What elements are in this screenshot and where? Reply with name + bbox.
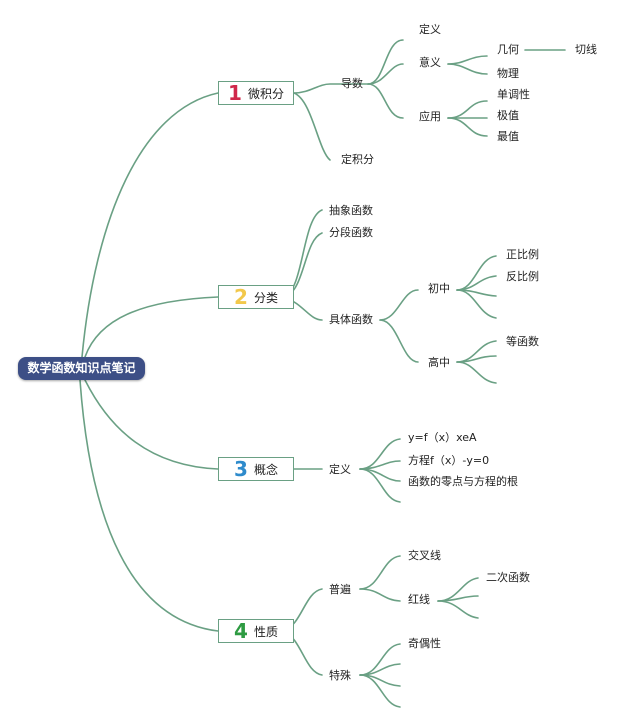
node-equation[interactable]: 方程f（x）-y=0 (408, 454, 490, 467)
branch-label: 性质 (253, 624, 278, 639)
node-piecewise-function[interactable]: 分段函数 (329, 226, 373, 239)
node-definition[interactable]: 定义 (419, 23, 441, 36)
node-cross-line[interactable]: 交叉线 (408, 549, 441, 562)
node-quadratic-function[interactable]: 二次函数 (486, 571, 530, 584)
node-definite-integral[interactable]: 定积分 (341, 153, 374, 166)
node-inverse-proportion[interactable]: 反比例 (506, 270, 539, 283)
root-node[interactable]: 数学函数知识点笔记 (18, 357, 145, 380)
node-zeros-roots[interactable]: 函数的零点与方程的根 (408, 475, 518, 488)
branch-number: 2 (234, 285, 248, 309)
node-application[interactable]: 应用 (419, 110, 441, 123)
node-concept-definition[interactable]: 定义 (329, 463, 351, 476)
node-junior-high[interactable]: 初中 (428, 282, 450, 295)
node-maximum[interactable]: 最值 (497, 130, 519, 143)
node-concrete-function[interactable]: 具体函数 (329, 313, 373, 326)
branch-label: 分类 (253, 290, 278, 305)
node-extremum[interactable]: 极值 (497, 109, 519, 122)
node-general[interactable]: 普遍 (329, 583, 351, 596)
branch-number: 4 (234, 619, 248, 643)
node-geometry[interactable]: 几何 (497, 43, 519, 56)
branch-number: 1 (228, 81, 242, 105)
branch-label: 概念 (253, 462, 278, 477)
branch-label: 微积分 (247, 86, 284, 101)
node-formula[interactable]: y=f（x）xeA (408, 431, 477, 444)
node-special[interactable]: 特殊 (329, 669, 351, 682)
node-equal-function[interactable]: 等函数 (506, 335, 539, 348)
node-derivative[interactable]: 导数 (341, 77, 363, 90)
branch-classification[interactable]: 2 分类 (218, 285, 294, 309)
node-meaning[interactable]: 意义 (419, 56, 441, 69)
branch-concept[interactable]: 3 概念 (218, 457, 294, 481)
node-physics[interactable]: 物理 (497, 67, 519, 80)
branch-calculus[interactable]: 1 微积分 (218, 81, 294, 105)
node-direct-proportion[interactable]: 正比例 (506, 248, 539, 261)
node-abstract-function[interactable]: 抽象函数 (329, 204, 373, 217)
node-tangent[interactable]: 切线 (575, 43, 597, 56)
node-parity[interactable]: 奇偶性 (408, 637, 441, 650)
branch-number: 3 (234, 457, 248, 481)
node-monotonic[interactable]: 单调性 (497, 88, 530, 101)
node-red-line[interactable]: 红线 (408, 593, 430, 606)
branch-property[interactable]: 4 性质 (218, 619, 294, 643)
node-senior-high[interactable]: 高中 (428, 356, 450, 369)
